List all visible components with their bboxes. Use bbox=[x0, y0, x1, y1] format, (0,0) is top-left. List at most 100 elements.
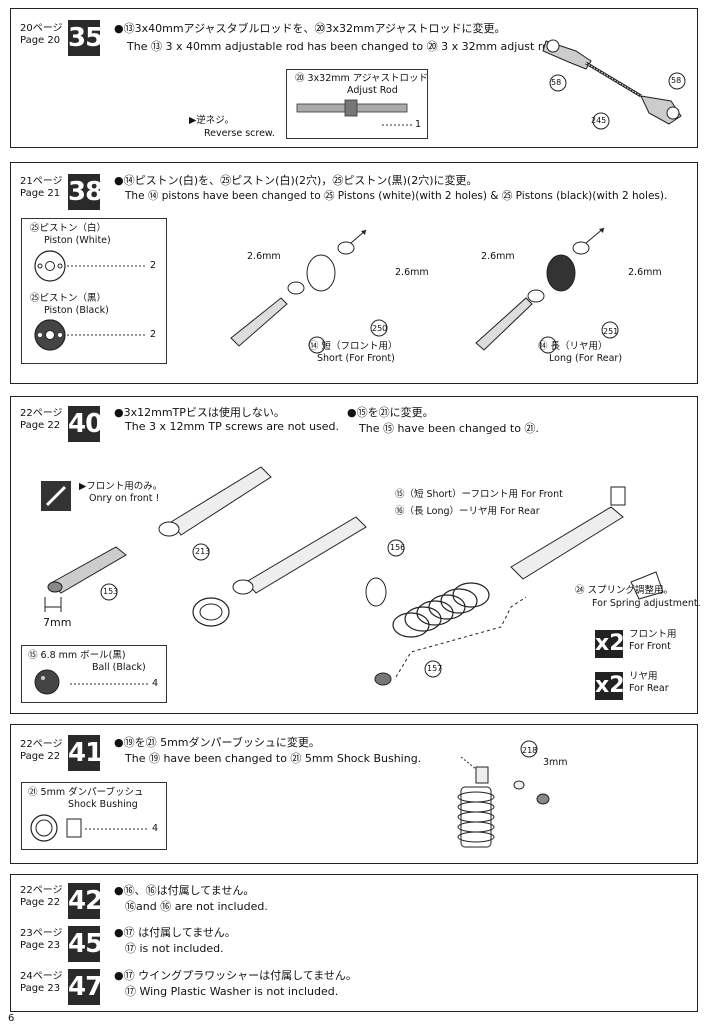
shock-assembly-illustration bbox=[44, 466, 664, 686]
bushing-en: Shock Bushing bbox=[68, 799, 138, 810]
instruction-en: The ⑬ 3 x 40mm adjustable rod has been c… bbox=[127, 40, 560, 53]
page-ref-jp: 23ページ bbox=[20, 928, 63, 939]
page-ref-jp: 20ページ bbox=[20, 23, 63, 34]
reverse-screw-en: Reverse screw. bbox=[204, 128, 275, 139]
short-front-jp: ⑭ 短（フロント用） bbox=[309, 341, 398, 352]
instruction-en: The 3 x 12mm TP screws are not used. bbox=[125, 420, 340, 433]
instruction-en: ⑰ is not included. bbox=[125, 942, 224, 955]
short-piston-illustration bbox=[230, 229, 388, 354]
adjust-rod-icon bbox=[296, 99, 412, 126]
step-41-panel: 22ページ Page 22 41 ●⑲を㉑ 5mmダンパーブッシュに変更。 Th… bbox=[10, 724, 698, 864]
page-ref-en: Page 22 bbox=[20, 897, 61, 908]
callout-213: 213 bbox=[195, 547, 211, 556]
step-number: 35 bbox=[68, 20, 103, 56]
step-40-panel: 22ページ Page 22 40 ●3x12mmTPビスは使用しない。 The … bbox=[10, 396, 701, 714]
step-number: 42 bbox=[68, 883, 103, 919]
instruction-jp: ●⑲を㉑ 5mmダンパーブッシュに変更。 bbox=[114, 736, 320, 749]
callout-58: 58 bbox=[551, 78, 562, 87]
instruction-jp: ●3x12mmTPビスは使用しない。 bbox=[114, 406, 285, 419]
step-38-panel: 21ページ Page 21 38 ●⑭ピストン(白)を、㉕ピストン(白)(2穴)… bbox=[10, 162, 698, 384]
for-rear-jp: リヤ用 bbox=[629, 671, 658, 682]
page-ref-en: Page 22 bbox=[20, 420, 61, 431]
page-ref-jp: 22ページ bbox=[20, 739, 63, 750]
for-front-jp: フロント用 bbox=[629, 629, 677, 640]
for-rear-en: For Rear bbox=[629, 683, 669, 694]
step-number: 47 bbox=[68, 969, 103, 1005]
instruction-jp: ●⑰ は付属してません。 bbox=[114, 926, 236, 939]
instruction-en: The ⑭ pistons have been changed to ㉕ Pis… bbox=[125, 190, 668, 202]
front-only-jp: ▶フロント用のみ。 bbox=[79, 481, 163, 492]
screw-warning-icon bbox=[41, 481, 71, 511]
callout-58: 58 bbox=[671, 76, 682, 85]
callout-251: 251 bbox=[603, 327, 619, 336]
page-ref: 22ページ Page 22 bbox=[20, 739, 63, 763]
page-ref-jp: 22ページ bbox=[20, 408, 63, 419]
page-ref-en: Page 23 bbox=[20, 940, 61, 951]
qty-x2-badge: x2 bbox=[595, 630, 625, 658]
callout-250: 250 bbox=[372, 324, 388, 333]
rod-assembly-illustration bbox=[542, 39, 686, 130]
page-ref: 20ページ Page 20 bbox=[20, 23, 63, 47]
dim-3mm: 3mm bbox=[543, 757, 568, 768]
bushing-qty: 4 bbox=[152, 823, 159, 834]
page-ref-jp: 21ページ bbox=[20, 176, 63, 187]
piston-white-qty: 2 bbox=[150, 260, 157, 271]
dim-2-6: 2.6mm bbox=[247, 251, 281, 262]
step-number: 41 bbox=[68, 735, 103, 771]
box-title-en: Adjust Rod bbox=[347, 85, 398, 96]
instruction-en: ⑯and ⑯ are not included. bbox=[125, 900, 268, 913]
piston-parts-box: ㉕ピストン（白） Piston (White) 2 ㉕ピストン（黒） Pisto… bbox=[21, 218, 167, 364]
page-ref: 22ページ Page 22 bbox=[20, 885, 63, 909]
instruction-jp: ●⑮を㉑に変更。 bbox=[347, 406, 434, 419]
instruction-en: The ⑮ have been changed to ㉑. bbox=[359, 422, 539, 435]
qty-x2-badge: x2 bbox=[595, 672, 625, 700]
bushing-icon bbox=[30, 814, 148, 842]
page-ref: 22ページ Page 22 bbox=[20, 408, 63, 432]
page-ref: 21ページ Page 21 bbox=[20, 176, 63, 200]
dim-2-6: 2.6mm bbox=[395, 267, 429, 278]
page-ref-jp: 24ページ bbox=[20, 971, 63, 982]
reverse-screw-jp: ▶逆ネジ。 bbox=[189, 115, 235, 126]
page-ref-jp: 22ページ bbox=[20, 885, 63, 896]
callout-245: 245 bbox=[591, 116, 607, 125]
ball-qty: 4 bbox=[152, 678, 159, 689]
callout-156: 156 bbox=[390, 543, 406, 552]
ball-jp: ⑮ 6.8 mm ボール(黒) bbox=[28, 650, 126, 661]
dim-2-6: 2.6mm bbox=[628, 267, 662, 278]
instruction-jp: ●⑯、⑯は付属してません。 bbox=[114, 884, 255, 897]
callout-157: 157 bbox=[427, 664, 443, 673]
instruction-en: ⑰ Wing Plastic Washer is not included. bbox=[125, 985, 339, 998]
piston-white-jp: ㉕ピストン（白） bbox=[30, 223, 107, 234]
dim-2-6: 2.6mm bbox=[481, 251, 515, 262]
step-35-panel: 20ページ Page 20 35 ●⑬3x40mmアジャスタブルロッドを、⑳3x… bbox=[10, 8, 698, 148]
adjust-rod-box: ⑳ 3x32mm アジャストロッド Adjust Rod 1 bbox=[286, 69, 428, 139]
step-number: 38 bbox=[68, 174, 103, 210]
page-number: 6 bbox=[8, 1013, 15, 1024]
long-rear-jp: ⑭ 長（リヤ用） bbox=[538, 341, 608, 352]
spring-adjust-en: For Spring adjustment. bbox=[592, 598, 701, 609]
page-ref: 24ページ Page 23 bbox=[20, 971, 63, 995]
page-ref-en: Page 20 bbox=[20, 35, 61, 46]
step-number: 45 bbox=[68, 926, 103, 962]
ball-parts-box: ⑮ 6.8 mm ボール(黒) Ball (Black) 4 bbox=[21, 645, 167, 703]
for-front-en: For Front bbox=[629, 641, 671, 652]
instruction-en: The ⑲ have been changed to ㉑ 5mm Shock B… bbox=[125, 752, 422, 765]
shock-bushing-illustration bbox=[457, 740, 550, 848]
piston-white-icon bbox=[34, 250, 146, 351]
short-front-en: Short (For Front) bbox=[317, 353, 395, 364]
piston-white-en: Piston (White) bbox=[44, 235, 111, 246]
page-ref: 23ページ Page 23 bbox=[20, 928, 63, 952]
long-piston-illustration bbox=[475, 227, 619, 354]
rod-qty: 1 bbox=[415, 119, 422, 130]
step-number: 40 bbox=[68, 406, 103, 442]
short-front-label: ⑮（短 Short）ーフロント用 For Front bbox=[395, 489, 563, 500]
instruction-jp: ●⑰ ウイングプラワッシャーは付属してません。 bbox=[114, 969, 357, 982]
box-title-jp: ⑳ 3x32mm アジャストロッド bbox=[295, 73, 428, 84]
spring-adjust-jp: ㉔ スプリング調整用。 bbox=[575, 585, 674, 596]
instruction-jp: ●⑬3x40mmアジャスタブルロッドを、⑳3x32mmアジャストロッドに変更。 bbox=[114, 22, 506, 35]
page-ref-en: Page 22 bbox=[20, 751, 61, 762]
steps-42-45-47-panel: 22ページ Page 22 42 ●⑯、⑯は付属してません。 ⑯and ⑯ ar… bbox=[10, 874, 698, 1012]
instruction-jp: ●⑭ピストン(白)を、㉕ピストン(白)(2穴)，㉕ピストン(黒)(2穴)に変更。 bbox=[114, 174, 478, 187]
page-ref-en: Page 21 bbox=[20, 188, 61, 199]
piston-black-en: Piston (Black) bbox=[44, 305, 109, 316]
